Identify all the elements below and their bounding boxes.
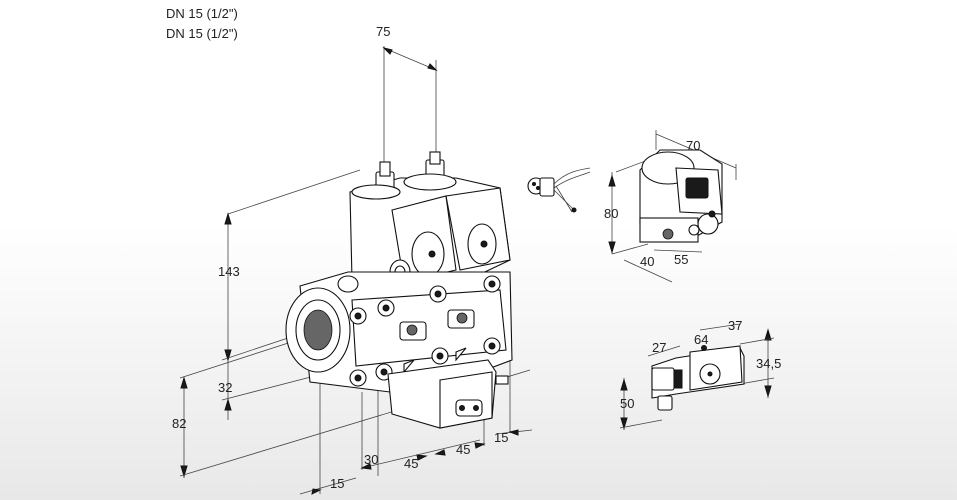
dim-55: 55 (674, 252, 688, 267)
dim-30: 30 (364, 452, 378, 467)
dim-64: 64 (694, 332, 708, 347)
dim-15-left: 15 (330, 476, 344, 491)
dim-32: 32 (218, 380, 232, 395)
pressure-switch-detail (619, 323, 775, 430)
dim-82: 82 (172, 416, 186, 431)
dim-40: 40 (640, 254, 654, 269)
dim-27: 27 (652, 340, 666, 355)
dim-50: 50 (620, 396, 634, 411)
dim-143: 143 (218, 264, 240, 279)
dim-75: 75 (376, 24, 390, 39)
title-line-1: DN 15 (1/2") (166, 6, 238, 21)
title-line-2: DN 15 (1/2") (166, 26, 238, 41)
dim-45-b: 45 (456, 442, 470, 457)
dim-37: 37 (728, 318, 742, 333)
dim-15-right: 15 (494, 430, 508, 445)
dim-34-5: 34,5 (756, 356, 781, 371)
dim-45-a: 45 (404, 456, 418, 471)
valve-bolts (349, 275, 501, 387)
connector-plug-icon (527, 167, 591, 213)
dim-70: 70 (686, 138, 700, 153)
main-valve-assembly (179, 46, 533, 495)
actuator-detail (608, 130, 737, 283)
dim-80: 80 (604, 206, 618, 221)
